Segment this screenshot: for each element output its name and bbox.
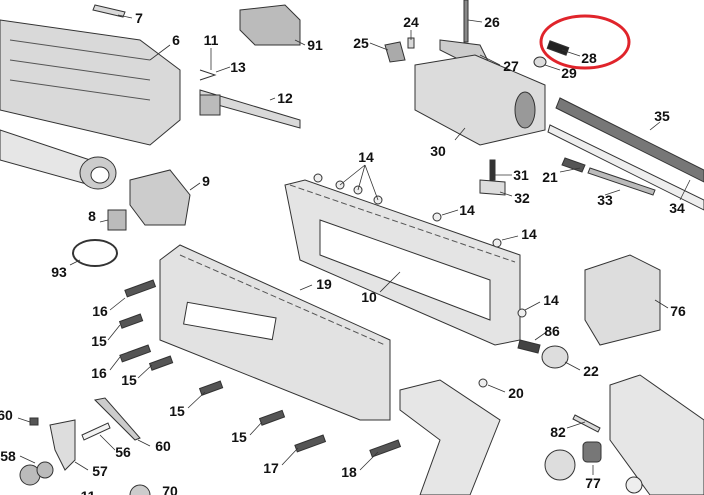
part-9 [129,169,191,226]
part-label: 24 [403,14,419,30]
part-label: 82 [550,424,566,440]
part-label: 56 [115,444,131,460]
part-label: 11 [81,489,96,495]
part-label: 12 [277,90,293,106]
part-grip [399,379,501,495]
part-label: 14 [521,226,537,242]
part-stock [609,374,704,495]
part-76 [584,254,661,346]
part-label: 17 [263,460,279,476]
part-label: 14 [459,202,475,218]
part-label: 13 [230,59,246,75]
part-label: 16 [92,303,108,319]
part-label: 22 [583,363,599,379]
part-label: 19 [316,276,332,292]
part-label: 60 [155,438,171,454]
part-label: 18 [341,464,357,480]
part-label: 35 [654,108,670,124]
part-label: 57 [92,463,108,479]
part-60 [93,397,141,441]
part-7 [92,4,126,18]
part-label: 7 [135,10,143,26]
part-label: 31 [513,167,529,183]
part-label: 76 [670,303,686,319]
part-label: 14 [543,292,559,308]
part-label: 58 [0,448,16,464]
part-label: 30 [430,143,446,159]
part-35-spring [555,97,704,183]
part-label: 27 [503,58,519,74]
part-6-handguard [0,19,181,146]
part-label: 32 [514,190,530,206]
part-label: 20 [508,385,524,401]
part-label: 21 [542,169,558,185]
part-label: 86 [544,323,560,339]
part-label: 9 [202,173,210,189]
highlight-circle [539,14,631,70]
part-label: 33 [597,192,613,208]
part-30 [414,54,546,146]
part-57 [49,419,76,471]
part-label: 16 [91,365,107,381]
part-93-ring [72,239,118,267]
part-25 [384,41,406,63]
part-label: 15 [231,429,247,445]
part-label: 15 [169,403,185,419]
part-label: 34 [669,200,685,216]
part-label: 77 [585,475,601,491]
part-label: 15 [121,372,137,388]
part-label: 25 [353,35,369,51]
part-label: 93 [51,264,67,280]
part-label: 70 [162,483,178,495]
part-91 [239,4,301,46]
part-label: 6 [172,32,180,48]
part-barrel [0,129,91,186]
part-label: 91 [307,37,323,53]
part-label: 26 [484,14,500,30]
part-label: 10 [361,289,377,305]
part-19-lower [159,244,391,421]
part-label: 8 [88,208,96,224]
part-label: 11 [203,32,219,48]
part-label: 15 [91,333,107,349]
part-28-spring [546,40,570,56]
part-label: 60 [0,407,13,423]
part-label: 14 [358,149,374,165]
part-label: 29 [561,65,577,81]
part-label-highlighted: 28 [581,50,597,66]
